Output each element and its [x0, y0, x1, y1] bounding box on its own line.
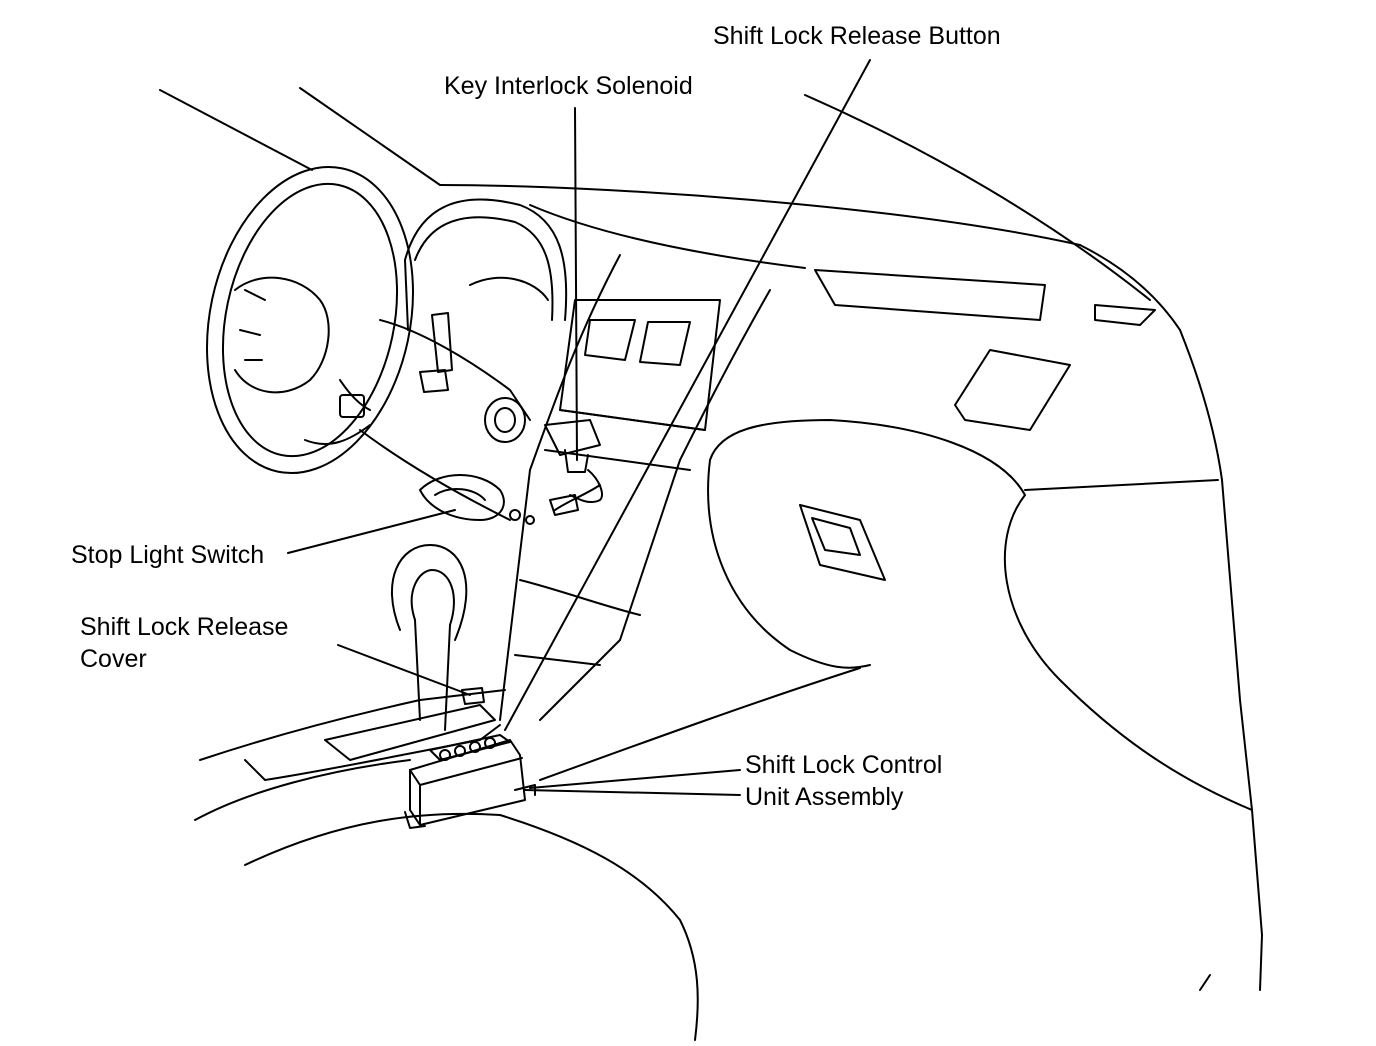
leader-lines — [287, 59, 871, 796]
shift-lever — [391, 544, 468, 731]
steering-column — [304, 312, 531, 521]
steering-wheel — [206, 165, 414, 475]
label-shift-lock-control-unit: Shift Lock Control Unit Assembly — [745, 749, 942, 813]
dashboard-top — [439, 184, 1263, 991]
passenger-dash — [707, 269, 1253, 811]
center-console — [499, 254, 771, 721]
console-trim — [194, 667, 1211, 1041]
leader-shift-lock-control-unit — [524, 789, 741, 796]
leader-shift-lock-release-cover — [337, 644, 471, 696]
leader-shift-lock-control-unit-2 — [529, 769, 741, 789]
leader-key-interlock-solenoid — [574, 107, 578, 461]
stop-light-switch-wiring — [419, 474, 601, 525]
label-shift-lock-release-button: Shift Lock Release Button — [713, 22, 1001, 50]
label-shift-lock-release-cover-line1: Shift Lock Release — [80, 613, 289, 641]
shift-lock-control-unit — [404, 734, 536, 829]
leader-shift-lock-release-button — [504, 59, 871, 731]
leader-stop-light-switch — [287, 509, 456, 554]
label-stop-light-switch: Stop Light Switch — [71, 541, 265, 569]
windshield-edges — [159, 87, 1151, 301]
label-shift-lock-control-unit-line1: Shift Lock Control — [745, 751, 943, 779]
label-shift-lock-release-cover: Shift Lock Release Cover — [80, 611, 288, 675]
label-key-interlock-solenoid: Key Interlock Solenoid — [444, 72, 693, 100]
instrument-cluster — [404, 198, 568, 331]
key-interlock-solenoid — [544, 419, 603, 516]
label-shift-lock-control-unit-line2: Unit Assembly — [745, 783, 904, 811]
label-shift-lock-release-cover-line2: Cover — [80, 645, 147, 673]
